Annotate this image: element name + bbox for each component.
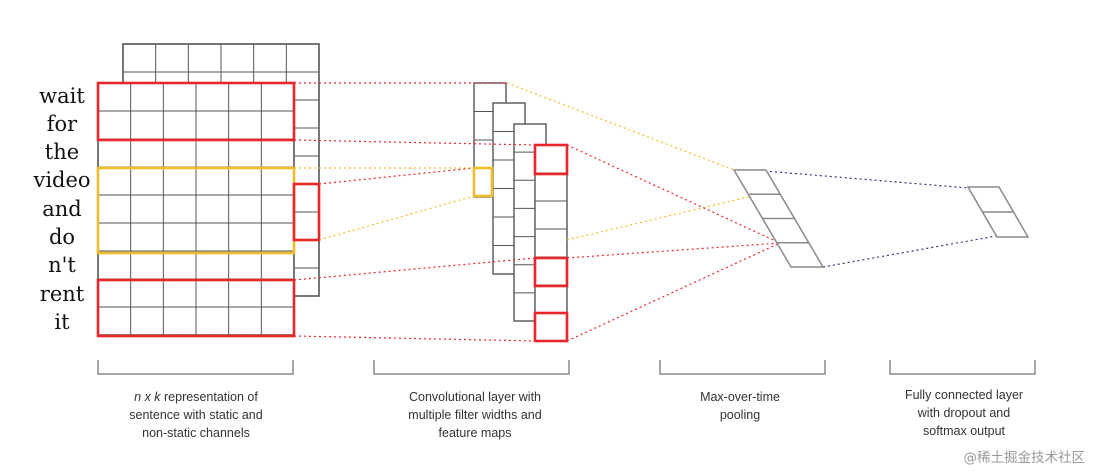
word-token: for [46,112,78,136]
input-matrix-nonstatic-channel [97,82,295,336]
caption-text: multiple filter widths and [408,408,542,422]
connector-red [566,242,781,342]
connector-red [318,167,475,185]
filter-window-red [96,81,296,142]
caption-convolutional-layer: Convolutional layer with multiple filter… [362,388,588,442]
feature-highlight-yellow [472,166,494,198]
section-bracket [97,360,294,375]
caption-text: Fully connected layer [904,388,1024,402]
max-pooling-vector [732,169,825,268]
word-token: rent [39,282,85,306]
connector-red [566,242,781,259]
caption-text: softmax output [923,424,1005,438]
feature-highlight-red [533,143,569,176]
word-token: n't [48,253,76,277]
connector-yellow [566,192,766,241]
filter-window-red [292,182,321,242]
connector-yellow [318,195,475,241]
connector-yellow [506,82,738,172]
caption-text: Max-over-time [700,390,780,404]
caption-text: pooling [719,408,761,422]
watermark-text: @稀土掘金技术社区 [963,450,1086,466]
filter-highlights [96,81,569,343]
connection-lines [293,82,997,342]
feature-highlight-red [533,311,569,343]
caption-text: Convolutional layer with [408,390,541,404]
word-token: and [42,197,82,221]
convolutional-feature-maps [473,82,568,342]
section-bracket [889,360,1036,375]
caption-italic-nxk: n x k [134,390,161,404]
section-brackets [97,360,1036,375]
section-bracket [659,360,826,375]
word-token: the [44,140,80,164]
caption-max-pooling: Max-over-time pooling [650,388,830,424]
connector-navy [822,235,997,268]
connector-red [293,257,536,281]
caption-text: representation of [160,390,258,404]
connector-red [293,139,536,146]
word-token: it [54,310,70,334]
connector-red [293,335,536,342]
word-token: wait [39,84,85,108]
connector-navy [764,170,969,189]
caption-text: non-static channels [142,426,250,440]
section-bracket [373,360,570,375]
fully-connected-output [966,186,1030,238]
caption-input-representation: n x k representation of sentence with st… [88,388,304,442]
caption-text: sentence with static and [129,408,263,422]
feature-highlight-red [533,256,569,288]
feature-map-4-border [534,144,568,342]
caption-text: feature maps [438,426,512,440]
caption-text: with dropout and [917,406,1011,420]
word-token: do [48,225,76,249]
connector-red [566,144,781,244]
caption-fully-connected: Fully connected layer with dropout and s… [876,386,1052,440]
word-token: video [33,168,91,192]
filter-window-red [96,278,296,338]
